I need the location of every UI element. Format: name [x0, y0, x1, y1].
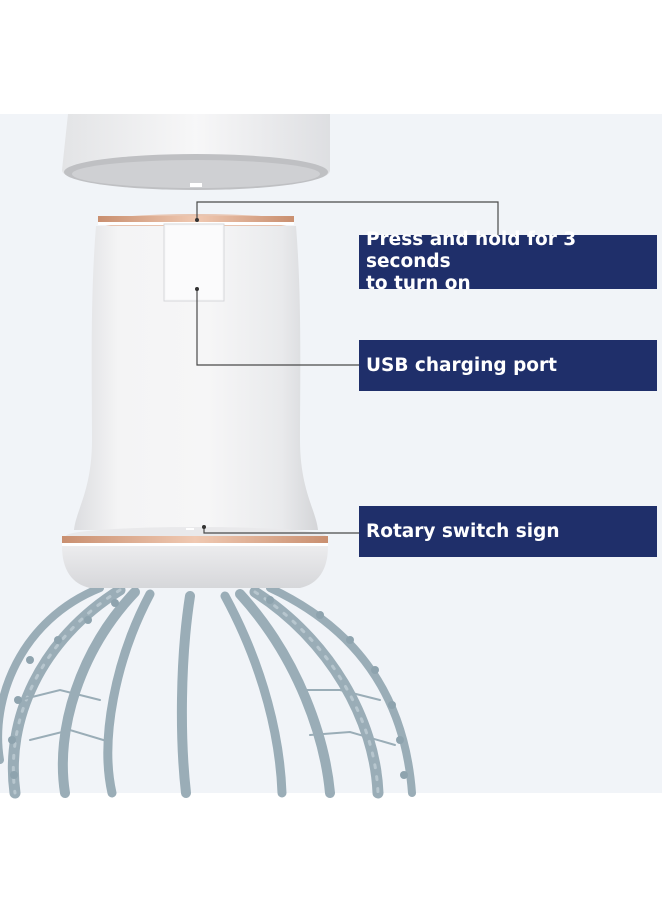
bottom-ring: [62, 527, 328, 546]
leader-dots: [195, 218, 206, 529]
callout-rotary-sign-text: Rotary switch sign: [366, 520, 560, 542]
callout-rotary-sign: Rotary switch sign: [359, 506, 657, 557]
device-base: [62, 546, 328, 588]
massage-nodes: [8, 596, 408, 779]
callout-power-button: Press and hold for 3 seconds to turn on: [359, 229, 657, 294]
callout-power-button-text: Press and hold for 3 seconds to turn on: [366, 229, 577, 294]
callout-usb-port-text: USB charging port: [366, 354, 557, 376]
top-cap: [62, 114, 330, 190]
callout-usb-port: USB charging port: [359, 340, 657, 391]
massage-prongs: [0, 584, 416, 799]
device-body: [74, 226, 318, 530]
power-button: [163, 223, 225, 302]
